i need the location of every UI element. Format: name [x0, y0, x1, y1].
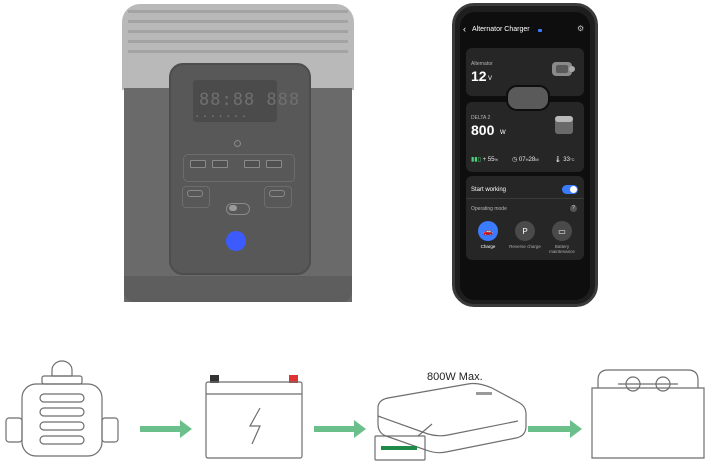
- alternator-icon: [552, 62, 575, 76]
- battery-maintenance-label: Battery maintenance: [549, 244, 575, 254]
- usb-c-port: [269, 190, 285, 197]
- usb-c-port: [187, 190, 203, 197]
- flow-arrow: [314, 420, 366, 438]
- usb-c-port-housing: [264, 186, 292, 208]
- alternator-charger-icon: [506, 85, 550, 111]
- power-button[interactable]: [226, 231, 246, 251]
- alternator-outline-icon: [5, 360, 119, 457]
- power-station-icon: [555, 116, 573, 134]
- clock-icon: ◷: [512, 157, 518, 163]
- power-station-vents: [128, 6, 348, 76]
- display-digits: 88:88 888: [199, 90, 301, 110]
- usb-a-port: [190, 160, 206, 168]
- device-unit: W: [500, 130, 506, 136]
- device-value: 800: [471, 122, 495, 138]
- wifi-icon: [538, 29, 542, 32]
- power-station-outline-icon: [591, 369, 705, 459]
- device-card: [466, 102, 584, 172]
- alternator-unit: V: [488, 76, 493, 82]
- operating-mode-label: Operating mode: [471, 206, 507, 212]
- flow-arrow: [528, 420, 582, 438]
- charge-mode-button[interactable]: 🚗: [478, 221, 498, 241]
- parking-icon: P: [522, 226, 528, 236]
- display-icons: ▪ ▪ ▪ ▪ ▪ ▪ ▪: [196, 114, 247, 120]
- toggle-knob: [570, 186, 577, 193]
- car-icon: 🚗: [483, 226, 493, 236]
- usb-a-port: [266, 160, 282, 168]
- switch-knob: [229, 205, 237, 211]
- remaining-time: ◷ 07H28M: [512, 157, 539, 163]
- usb-port-group: [183, 154, 295, 182]
- max-power-label: 800W Max.: [427, 371, 483, 383]
- usb-power-icon: [234, 140, 241, 147]
- battery-stat: ▮▮▯ + 55%: [471, 157, 498, 163]
- charge-mode-label: Charge: [480, 244, 496, 249]
- flow-arrow: [140, 420, 192, 438]
- page-title: Alternator Charger: [472, 26, 530, 33]
- reverse-charge-button[interactable]: P: [515, 221, 535, 241]
- alternator-value: 12: [471, 68, 487, 84]
- charging-flow-diagram: [5, 360, 705, 461]
- gear-icon[interactable]: ⚙: [577, 24, 585, 33]
- usb-c-port-housing: [182, 186, 210, 208]
- device-label: DELTA 2: [471, 115, 491, 121]
- usb-a-port: [212, 160, 228, 168]
- thermometer-icon: 🌡: [554, 157, 562, 163]
- help-icon[interactable]: ?: [570, 205, 577, 212]
- start-working-label: Start working: [471, 187, 507, 193]
- power-switch[interactable]: [226, 203, 250, 215]
- temperature: 🌡 33°C: [554, 157, 575, 163]
- alternator-label: Alternator: [471, 61, 493, 67]
- usb-a-port: [244, 160, 260, 168]
- power-station-display: [193, 80, 277, 122]
- back-icon[interactable]: ‹: [463, 24, 466, 34]
- power-station-base: [124, 276, 352, 302]
- battery-icon: ▭: [558, 226, 566, 236]
- car-battery-icon: [205, 375, 303, 459]
- divider: [466, 198, 584, 199]
- reverse-charge-label: Reverse charge: [509, 244, 541, 249]
- battery-charging-icon: ▮▮▯: [471, 157, 481, 163]
- battery-maintenance-button[interactable]: ▭: [552, 221, 572, 241]
- alternator-charger-device-icon: [374, 382, 527, 461]
